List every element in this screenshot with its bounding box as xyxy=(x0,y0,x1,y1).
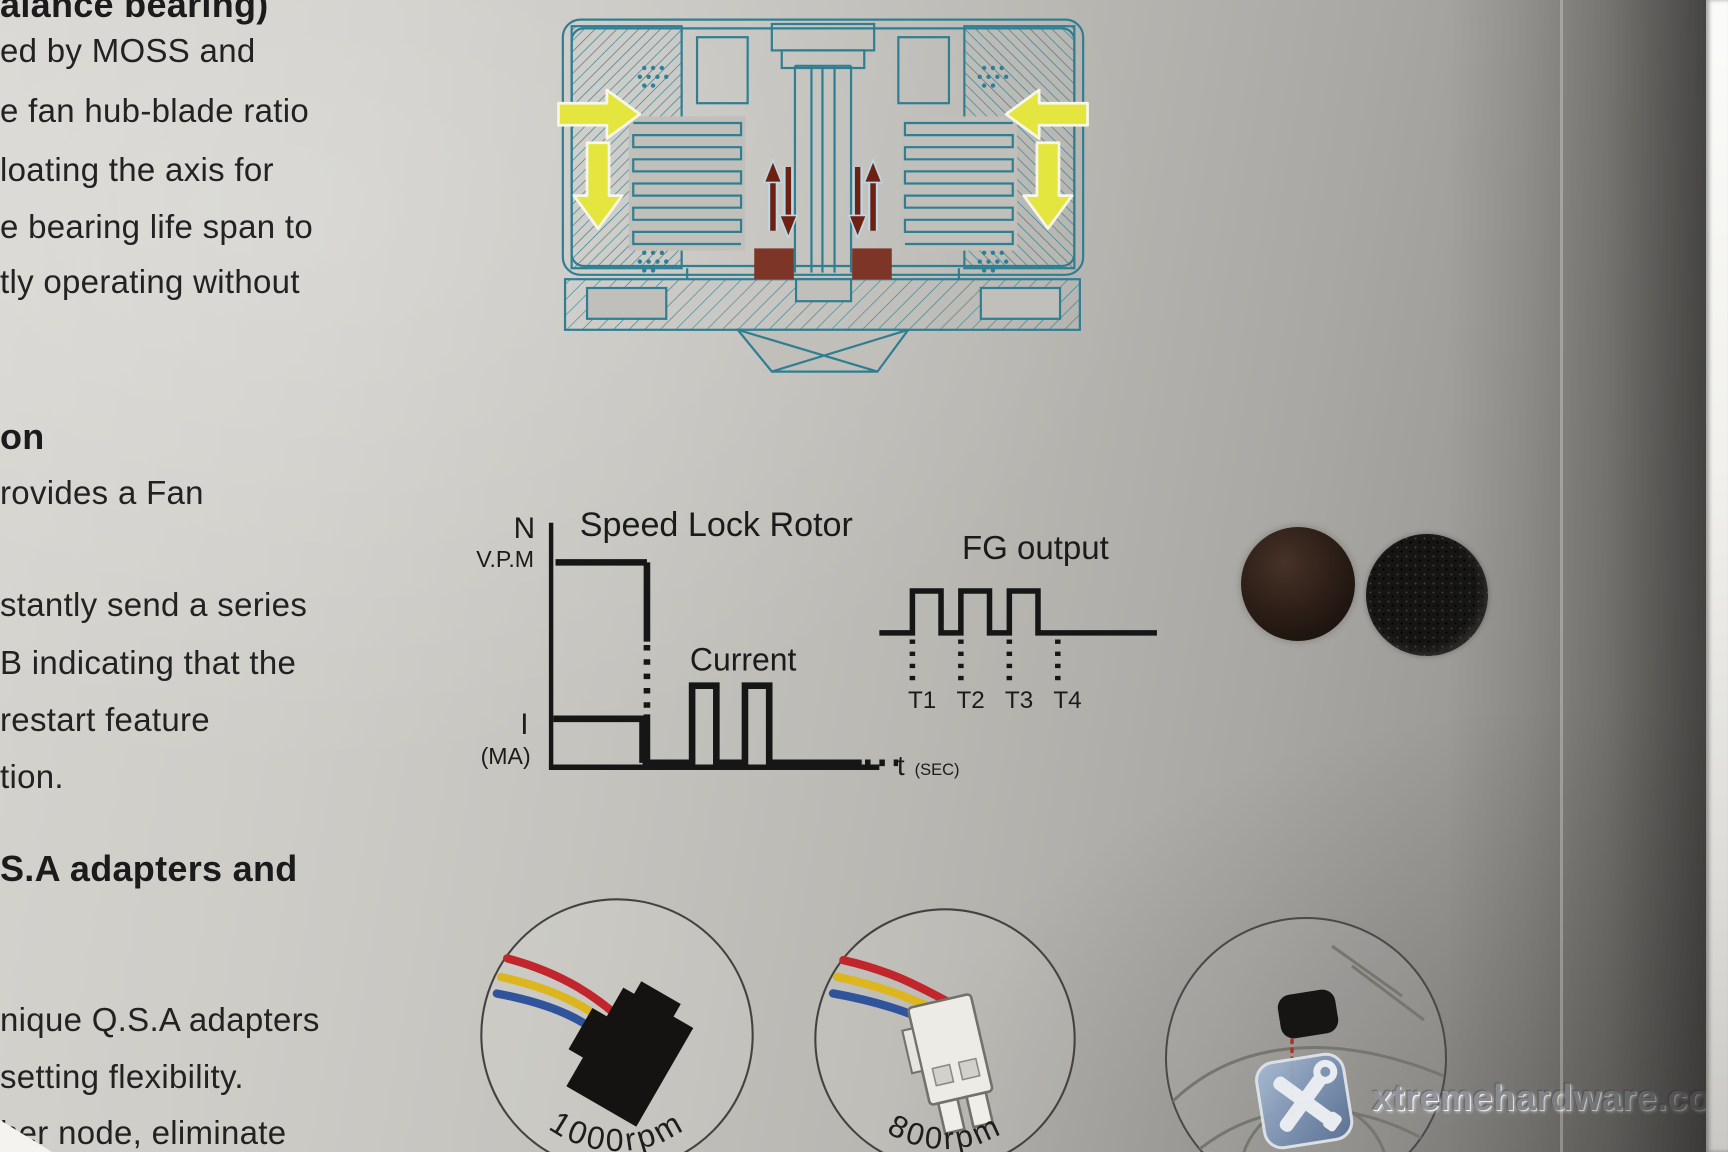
xtremehardware-logo-icon xyxy=(1255,1052,1354,1150)
text-line: restart feature xyxy=(0,701,210,738)
adapter-circle-800rpm: 800rpm xyxy=(814,908,1076,1152)
t3-label: T3 xyxy=(1005,687,1033,714)
text-line: tly operating without xyxy=(0,263,300,300)
watermark-text: xtremehardware.com xyxy=(1372,1077,1728,1118)
magnet-right xyxy=(852,248,892,280)
x-axis-unit: (SEC) xyxy=(915,760,960,779)
current-level xyxy=(553,715,646,763)
y-axis-bottom-unit: (MA) xyxy=(481,743,531,769)
watermark: xtremehardware.com xyxy=(1248,1040,1728,1152)
black-3pin-connector xyxy=(566,981,694,1127)
text-line: rovides a Fan xyxy=(0,474,204,511)
heading-balance-bearing: alance bearing) xyxy=(0,0,269,25)
text-line: tion. xyxy=(0,758,64,795)
text-line: setting flexibility. xyxy=(0,1058,244,1095)
text-line: B indicating that the xyxy=(0,644,297,681)
arrow-left-icon xyxy=(1004,88,1089,140)
arrow-down-icon xyxy=(572,141,624,230)
text-line: nique Q.S.A adapters xyxy=(0,1001,320,1038)
adapter-circle-1000rpm: 1000rpm xyxy=(480,898,754,1152)
magnetic-force-arrows xyxy=(762,158,884,240)
fg-square-wave xyxy=(879,588,1157,636)
text-line: her node, eliminate xyxy=(0,1114,287,1151)
x-axis-label: t xyxy=(897,750,905,781)
text-line: stantly send a series xyxy=(0,586,308,623)
t2-label: T2 xyxy=(956,687,984,714)
heading-on: on xyxy=(0,416,45,457)
velcro-dot-right xyxy=(1366,534,1488,656)
motor-housing-lines xyxy=(561,18,1085,373)
text-line: ed by MOSS and xyxy=(0,32,256,69)
fan-hub-dark-spot xyxy=(1277,989,1339,1039)
y-axis-top-label: N xyxy=(514,512,535,545)
y-axis-bottom-label: I xyxy=(520,708,528,741)
current-label: Current xyxy=(690,641,797,677)
t4-label: T4 xyxy=(1053,687,1081,714)
yellow-airflow-arrows xyxy=(557,88,1089,230)
velcro-dot-left xyxy=(1241,527,1355,641)
background-edge-strip xyxy=(1706,0,1728,1152)
speed-lock-rotor-graph: Speed Lock Rotor N V.P.M I (MA) Current … xyxy=(476,506,1157,781)
magnet-left xyxy=(754,248,794,280)
graph-title: Speed Lock Rotor xyxy=(580,506,853,544)
text-line: e bearing life span to xyxy=(0,208,313,245)
graph-curves xyxy=(548,522,1157,771)
fan-frame-circle xyxy=(1165,917,1447,1152)
white-3pin-connector xyxy=(901,993,995,1136)
t1-label: T1 xyxy=(908,687,936,714)
arrow-right-icon xyxy=(557,88,642,140)
text-line: e fan hub-blade ratio xyxy=(0,92,310,129)
fg-period-markers xyxy=(909,639,1061,684)
heading-qsa-adapters: S.A adapters and xyxy=(0,848,298,889)
bearing-cross-section-diagram xyxy=(557,18,1089,373)
fg-output-title: FG output xyxy=(962,530,1109,567)
speed-trace xyxy=(555,559,651,763)
arrow-down-icon xyxy=(1022,141,1074,230)
y-axis-top-unit: V.P.M xyxy=(476,546,534,572)
text-line: loating the axis for xyxy=(0,151,274,188)
current-pulses xyxy=(642,682,862,767)
left-text-column: alance bearing) ed by MOSS and e fan hub… xyxy=(0,0,390,1152)
